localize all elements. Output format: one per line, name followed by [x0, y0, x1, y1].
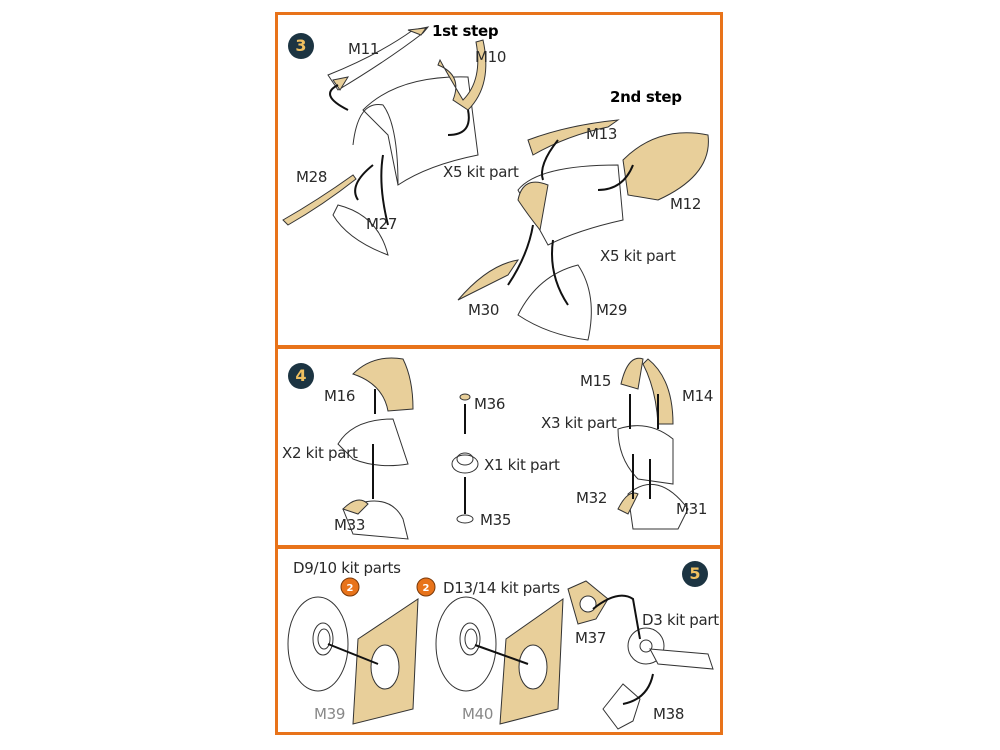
part-label-m15: M15	[580, 372, 612, 390]
part-label-x5-second: X5 kit part	[600, 247, 676, 265]
part-label-m40: M40	[462, 705, 494, 723]
part-label-d13-14: D13/14 kit parts	[443, 579, 560, 597]
repeat-icon	[340, 577, 360, 597]
part-label-x5-first: X5 kit part	[443, 163, 519, 181]
step-number-badge: 4	[288, 363, 314, 389]
part-label-m11: M11	[348, 40, 380, 58]
step-4-panel: 4 M16 X2 kit part M33 M36 X1 kit part M3…	[275, 346, 723, 548]
part-label-m31: M31	[676, 500, 708, 518]
part-label-m30: M30	[468, 301, 500, 319]
part-label-m38: M38	[653, 705, 685, 723]
part-label-m37: M37	[575, 629, 607, 647]
step-4-illustration	[337, 357, 689, 540]
step-3-illustration	[282, 26, 709, 341]
step-5-illustration: 2 2	[287, 577, 714, 730]
part-label-m29: M29	[596, 301, 628, 319]
part-label-x2: X2 kit part	[282, 444, 358, 462]
part-label-m28: M28	[296, 168, 328, 186]
part-label-x1: X1 kit part	[484, 456, 560, 474]
part-label-m32: M32	[576, 489, 608, 507]
repeat-count: 2	[423, 583, 430, 594]
part-label-m12: M12	[670, 195, 702, 213]
step-5-panel: 2 2 5 D9/10 kit parts D13/14 kit parts M…	[275, 546, 723, 735]
part-label-m36: M36	[474, 395, 506, 413]
part-label-m10: M10	[475, 48, 507, 66]
part-label-m14: M14	[682, 387, 714, 405]
step-number-badge: 5	[682, 561, 708, 587]
part-label-m27: M27	[366, 215, 398, 233]
repeat-icon	[416, 577, 436, 597]
part-label-d9-10: D9/10 kit parts	[293, 559, 401, 577]
step-number-badge: 3	[288, 33, 314, 59]
repeat-count: 2	[347, 583, 354, 594]
part-label-x3: X3 kit part	[541, 414, 617, 432]
part-label-d3: D3 kit part	[642, 611, 719, 629]
part-label-m33: M33	[334, 516, 366, 534]
second-step-heading: 2nd step	[610, 88, 682, 106]
part-label-m16: M16	[324, 387, 356, 405]
part-label-m39: M39	[314, 705, 346, 723]
first-step-heading: 1st step	[432, 22, 499, 40]
step-3-panel: 3 1st step 2nd step M11 M10 M28 M27 X5 k…	[275, 12, 723, 348]
part-label-m35: M35	[480, 511, 512, 529]
part-label-m13: M13	[586, 125, 618, 143]
